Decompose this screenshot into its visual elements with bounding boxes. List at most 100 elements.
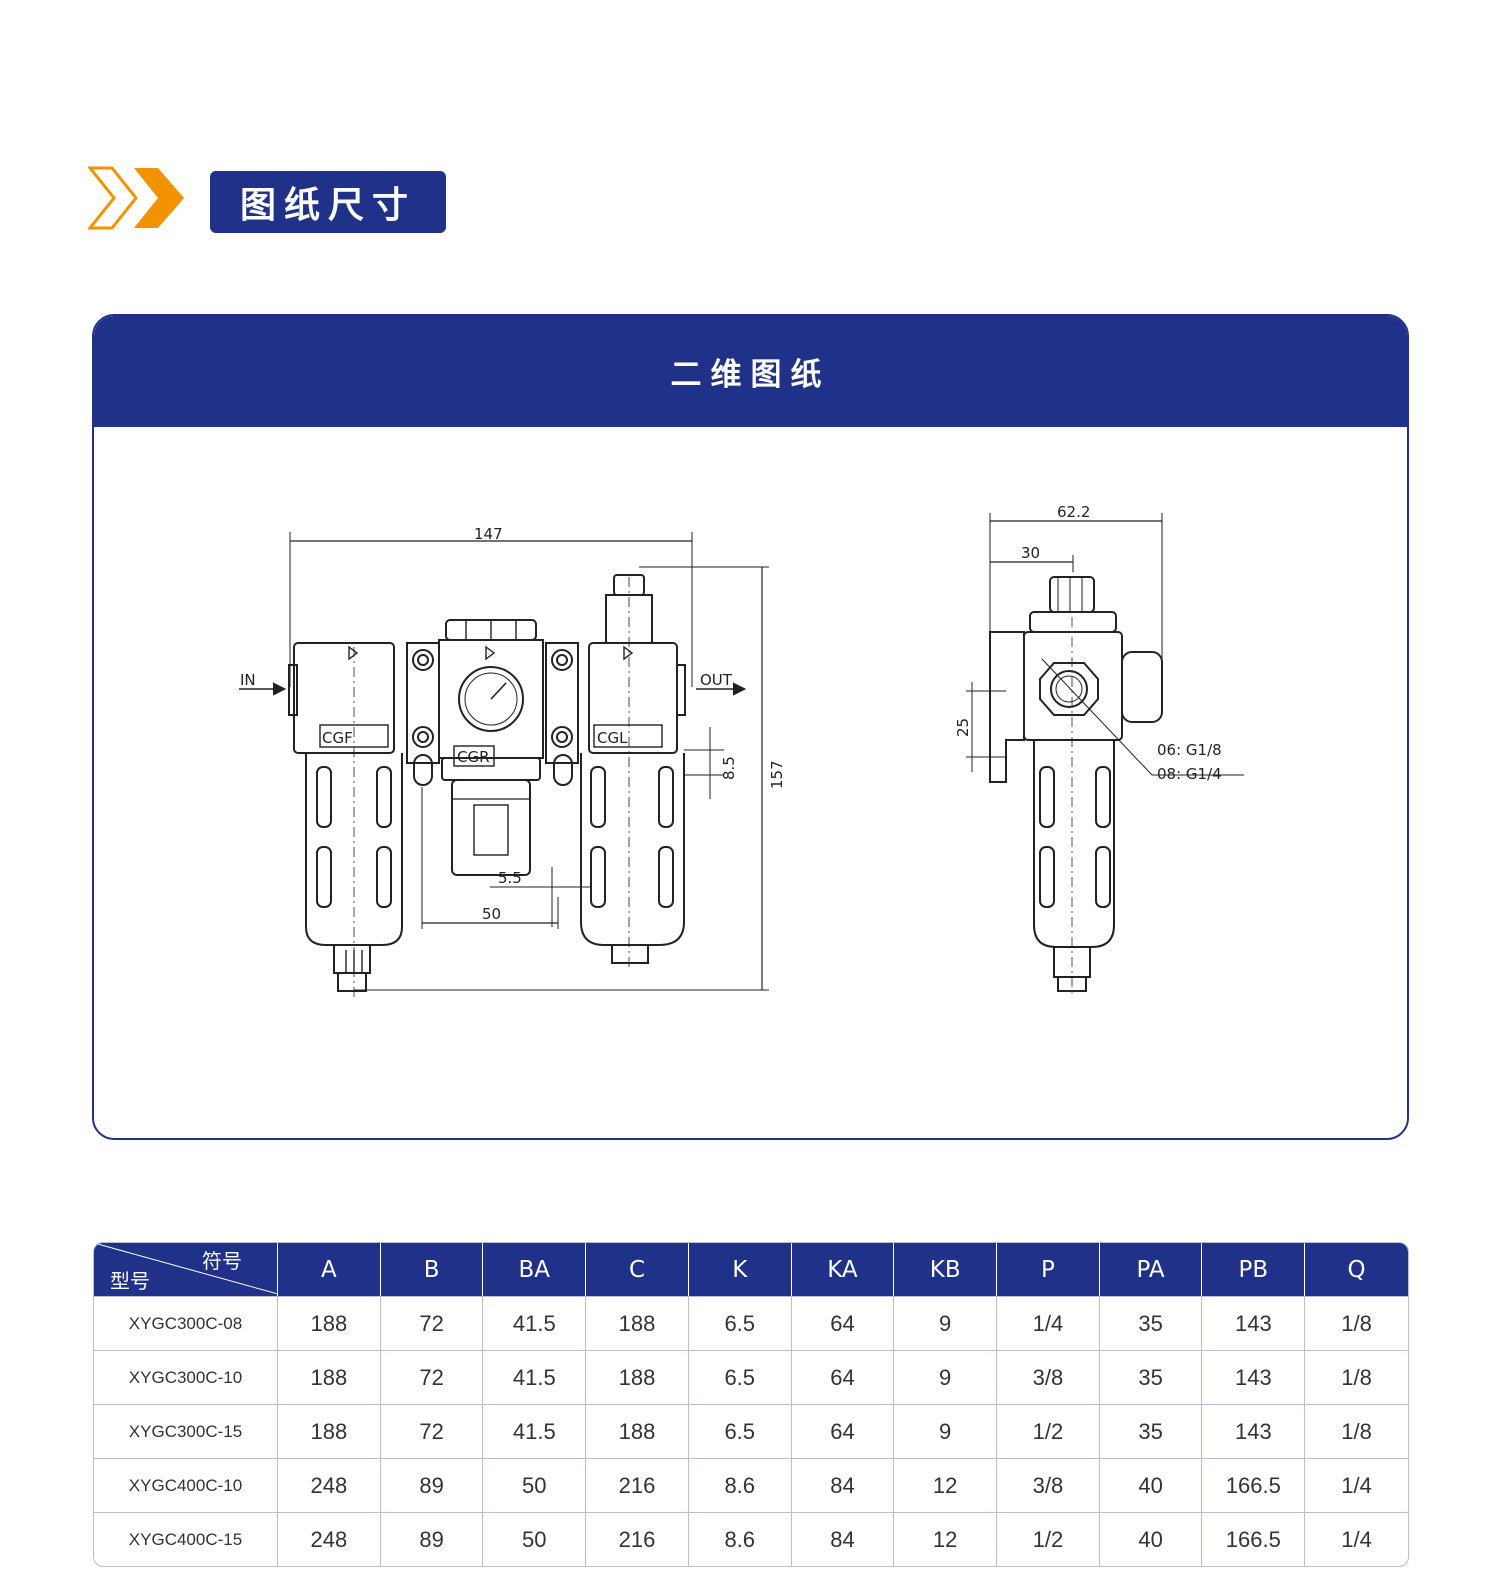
dim-85-label: 8.5 bbox=[720, 756, 738, 780]
value-cell: 89 bbox=[380, 1512, 484, 1566]
value-cell: 216 bbox=[586, 1458, 689, 1512]
value-cell: 188 bbox=[586, 1404, 689, 1458]
value-cell: 3/8 bbox=[997, 1350, 1100, 1404]
dim-55-label: 5.5 bbox=[498, 869, 522, 887]
value-cell: 1/4 bbox=[1305, 1512, 1408, 1566]
label-cgl: CGL bbox=[597, 729, 628, 747]
value-cell: 143 bbox=[1202, 1404, 1306, 1458]
corner-diagonal bbox=[94, 1243, 278, 1294]
value-cell: 6.5 bbox=[688, 1296, 792, 1350]
model-cell: XYGC400C-10 bbox=[94, 1458, 278, 1512]
value-cell: 1/4 bbox=[1305, 1458, 1408, 1512]
value-cell: 35 bbox=[1099, 1296, 1203, 1350]
value-cell: 1/8 bbox=[1305, 1404, 1408, 1458]
section-title: 图纸尺寸 bbox=[210, 171, 446, 233]
value-cell: 1/2 bbox=[997, 1404, 1100, 1458]
spec-table: 符号 型号 A B BA C K KA KB P PA PB Q XYGC300… bbox=[93, 1242, 1409, 1567]
value-cell: 72 bbox=[380, 1296, 484, 1350]
column-header: K bbox=[688, 1243, 792, 1296]
dim-50-label: 50 bbox=[482, 905, 501, 923]
value-cell: 12 bbox=[894, 1512, 998, 1566]
value-cell: 12 bbox=[894, 1458, 998, 1512]
value-cell: 1/2 bbox=[997, 1512, 1100, 1566]
value-cell: 50 bbox=[483, 1458, 587, 1512]
value-cell: 41.5 bbox=[483, 1350, 587, 1404]
table-corner-cell: 符号 型号 bbox=[94, 1243, 278, 1296]
value-cell: 166.5 bbox=[1202, 1458, 1306, 1512]
value-cell: 40 bbox=[1099, 1458, 1203, 1512]
model-cell: XYGC400C-15 bbox=[94, 1512, 278, 1566]
value-cell: 35 bbox=[1099, 1404, 1203, 1458]
value-cell: 188 bbox=[278, 1350, 381, 1404]
column-header: PA bbox=[1099, 1243, 1203, 1296]
corner-symbol-label: 符号 bbox=[202, 1249, 242, 1273]
table-header-row: 符号 型号 A B BA C K KA KB P PA PB Q bbox=[94, 1243, 1408, 1296]
label-cgf: CGF bbox=[322, 729, 353, 747]
value-cell: 1/8 bbox=[1305, 1296, 1408, 1350]
side-dim-height-label: 25 bbox=[954, 718, 972, 737]
value-cell: 72 bbox=[380, 1404, 484, 1458]
label-out: OUT bbox=[700, 671, 733, 689]
column-header: KA bbox=[791, 1243, 895, 1296]
value-cell: 8.6 bbox=[688, 1458, 792, 1512]
value-cell: 248 bbox=[278, 1458, 381, 1512]
value-cell: 84 bbox=[791, 1458, 895, 1512]
value-cell: 40 bbox=[1099, 1512, 1203, 1566]
column-header: A bbox=[278, 1243, 381, 1296]
value-cell: 6.5 bbox=[688, 1350, 792, 1404]
model-cell: XYGC300C-15 bbox=[94, 1404, 278, 1458]
drawing-card: 二维图纸 147 157 bbox=[92, 314, 1409, 1140]
value-cell: 248 bbox=[278, 1512, 381, 1566]
chevron-arrows-icon bbox=[88, 166, 184, 230]
value-cell: 166.5 bbox=[1202, 1512, 1306, 1566]
column-header: Q bbox=[1305, 1243, 1408, 1296]
dim-height-label: 157 bbox=[768, 760, 786, 789]
corner-model-label: 型号 bbox=[110, 1269, 150, 1293]
side-dim-offset-label: 30 bbox=[1021, 544, 1040, 562]
value-cell: 84 bbox=[791, 1512, 895, 1566]
value-cell: 1/4 bbox=[997, 1296, 1100, 1350]
value-cell: 143 bbox=[1202, 1350, 1306, 1404]
value-cell: 188 bbox=[278, 1296, 381, 1350]
value-cell: 9 bbox=[894, 1296, 998, 1350]
model-cell: XYGC300C-10 bbox=[94, 1350, 278, 1404]
value-cell: 188 bbox=[586, 1296, 689, 1350]
value-cell: 35 bbox=[1099, 1350, 1203, 1404]
label-in: IN bbox=[240, 671, 256, 689]
column-header: BA bbox=[483, 1243, 587, 1296]
column-header: KB bbox=[894, 1243, 998, 1296]
value-cell: 9 bbox=[894, 1350, 998, 1404]
value-cell: 64 bbox=[791, 1350, 895, 1404]
value-cell: 41.5 bbox=[483, 1296, 587, 1350]
value-cell: 6.5 bbox=[688, 1404, 792, 1458]
front-view: 147 157 CGF bbox=[239, 525, 786, 997]
value-cell: 3/8 bbox=[997, 1458, 1100, 1512]
column-header: B bbox=[380, 1243, 484, 1296]
value-cell: 50 bbox=[483, 1512, 587, 1566]
value-cell: 9 bbox=[894, 1404, 998, 1458]
drawing-card-title: 二维图纸 bbox=[94, 316, 1407, 427]
value-cell: 143 bbox=[1202, 1296, 1306, 1350]
column-header: P bbox=[997, 1243, 1100, 1296]
port-label-08: 08: G1/4 bbox=[1157, 765, 1222, 783]
value-cell: 72 bbox=[380, 1350, 484, 1404]
side-view: 62.2 30 06: G1/8 08: G1/4 bbox=[954, 503, 1244, 997]
value-cell: 41.5 bbox=[483, 1404, 587, 1458]
port-label-06: 06: G1/8 bbox=[1157, 741, 1222, 759]
technical-drawing: 147 157 CGF bbox=[94, 427, 1407, 1138]
value-cell: 89 bbox=[380, 1458, 484, 1512]
value-cell: 216 bbox=[586, 1512, 689, 1566]
value-cell: 64 bbox=[791, 1404, 895, 1458]
value-cell: 64 bbox=[791, 1296, 895, 1350]
value-cell: 188 bbox=[278, 1404, 381, 1458]
column-header: C bbox=[586, 1243, 689, 1296]
model-cell: XYGC300C-08 bbox=[94, 1296, 278, 1350]
column-header: PB bbox=[1202, 1243, 1306, 1296]
value-cell: 188 bbox=[586, 1350, 689, 1404]
dim-width-label: 147 bbox=[474, 525, 503, 543]
